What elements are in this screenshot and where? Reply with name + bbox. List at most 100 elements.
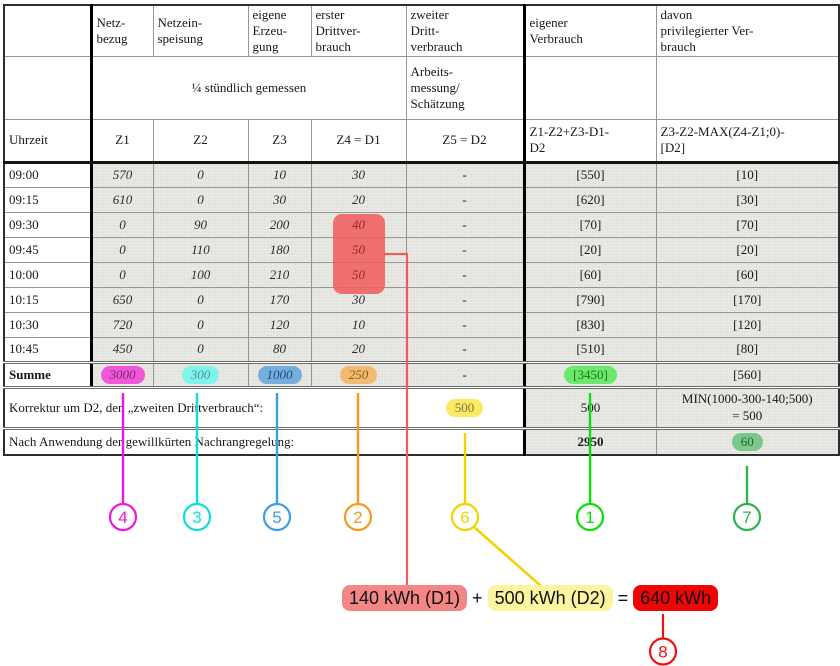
value-cell: [550] <box>522 161 657 188</box>
highlight-badge: 500 <box>445 398 484 417</box>
d1-sum-chip: 140 kWh (D1) <box>342 585 468 611</box>
z5-header: Z5 = D2 <box>405 118 525 164</box>
time-cell: 09:45 <box>3 236 92 263</box>
value-cell: [60] <box>655 261 840 288</box>
sum-cell: 3000 <box>89 361 154 389</box>
summe-label: Summe <box>3 361 92 389</box>
sum-cell: [3450] <box>522 361 657 389</box>
highlighted-d1-value: 40 <box>352 216 365 232</box>
col-header-netzeinspeisung: Netzein- speisung <box>152 4 249 57</box>
highlighted-d1-value: 50 <box>352 266 365 282</box>
nachrang-eigener-cell: 2950 <box>522 427 657 456</box>
value-cell: 80 <box>247 336 312 364</box>
value-cell: 10 <box>247 161 312 188</box>
empty-cell <box>3 55 92 120</box>
nachrang-davon-cell: 60 <box>655 427 840 456</box>
col-header-erster-drittverbrauch: erster Drittver- brauch <box>310 4 407 57</box>
value-cell: [170] <box>655 286 840 313</box>
col-header-zweiter-drittverbrauch: zweiter Dritt- verbrauch <box>405 4 525 57</box>
highlighted-d1-value: 50 <box>352 241 365 257</box>
value-cell: [20] <box>522 236 657 263</box>
value-cell: [620] <box>522 186 657 213</box>
time-cell: 10:15 <box>3 286 92 313</box>
value-cell: 720 <box>89 311 154 338</box>
time-cell: 10:00 <box>3 261 92 288</box>
svg-text:8: 8 <box>658 643 667 662</box>
highlight-badge: 250 <box>339 365 378 384</box>
arbeitsmessung-header: Arbeits- messung/ Schätzung <box>405 55 525 120</box>
value-cell: - <box>405 236 525 263</box>
privilegiert-formula-header: Z3-Z2-MAX(Z4-Z1;0)- [D2] <box>655 118 840 164</box>
uhrzeit-header: Uhrzeit <box>3 118 92 164</box>
sum-cell: [560] <box>655 361 840 389</box>
value-cell: 30 <box>310 161 407 188</box>
highlight-badge: 3000 <box>100 365 145 384</box>
col-header-netzbezug: Netz- bezug <box>89 4 154 57</box>
time-cell: 10:30 <box>3 311 92 338</box>
value-cell: [20] <box>655 236 840 263</box>
value-cell: [60] <box>522 261 657 288</box>
value-cell: 200 <box>247 211 312 238</box>
value-cell: [30] <box>655 186 840 213</box>
eigener-formula-header: Z1-Z2+Z3-D1- D2 <box>522 118 657 164</box>
value-cell: [70] <box>655 211 840 238</box>
value-cell: - <box>405 261 525 288</box>
value-cell: 610 <box>89 186 154 213</box>
value-cell: 10 <box>310 311 407 338</box>
svg-text:5: 5 <box>272 508 281 527</box>
korrektur-z5-cell: 500 <box>405 386 525 430</box>
value-cell: [70] <box>522 211 657 238</box>
value-cell: 90 <box>152 211 249 238</box>
sum-cell: 300 <box>152 361 249 389</box>
value-cell: 0 <box>152 161 249 188</box>
metering-table: Netz- bezug Netzein- speisung eigene Erz… <box>3 4 840 457</box>
kwh-sum-formula: 140 kWh (D1) + 500 kWh (D2) = 640 kWh <box>342 585 719 611</box>
highlight-badge: 60 <box>731 432 763 451</box>
col-header-eigener-verbrauch: eigener Verbrauch <box>522 4 657 57</box>
sum-cell: 250 <box>310 361 407 389</box>
value-cell: 0 <box>89 261 154 288</box>
equals-sign: = <box>617 587 629 608</box>
z3-header: Z3 <box>247 118 312 164</box>
yellow-connector <box>473 526 542 587</box>
time-cell: 09:30 <box>3 211 92 238</box>
time-cell: 10:45 <box>3 336 92 364</box>
highlight-badge: 1000 <box>257 365 302 384</box>
value-cell: [120] <box>655 311 840 338</box>
value-cell: 210 <box>247 261 312 288</box>
d2-sum-chip: 500 kWh (D2) <box>487 585 613 611</box>
value-cell: - <box>405 186 525 213</box>
value-cell: 0 <box>152 336 249 364</box>
svg-text:1: 1 <box>585 508 594 527</box>
value-cell: [10] <box>655 161 840 188</box>
value-cell: 20 <box>310 336 407 364</box>
value-cell: - <box>405 311 525 338</box>
value-cell: [510] <box>522 336 657 364</box>
time-cell: 09:00 <box>3 161 92 188</box>
plus-sign: + <box>472 587 483 608</box>
value-cell: 0 <box>89 211 154 238</box>
value-cell: 170 <box>247 286 312 313</box>
value-cell: 110 <box>152 236 249 263</box>
value-cell: 180 <box>247 236 312 263</box>
value-cell: 450 <box>89 336 154 364</box>
value-cell: 0 <box>152 311 249 338</box>
svg-text:6: 6 <box>460 508 469 527</box>
value-cell: 0 <box>89 236 154 263</box>
empty-cell <box>655 55 840 120</box>
z4-header: Z4 = D1 <box>310 118 407 164</box>
highlight-badge: 300 <box>181 365 220 384</box>
value-cell: [80] <box>655 336 840 364</box>
sum-cell: - <box>405 361 525 389</box>
value-cell: - <box>405 161 525 188</box>
svg-text:4: 4 <box>118 508 127 527</box>
value-cell: 570 <box>89 161 154 188</box>
col-header-eigene-erzeugung: eigene Erzeu- gung <box>247 4 312 57</box>
corner-cell <box>3 4 92 57</box>
z1-header: Z1 <box>89 118 154 164</box>
value-cell: 100 <box>152 261 249 288</box>
value-cell: - <box>405 336 525 364</box>
time-cell: 09:15 <box>3 186 92 213</box>
korrektur-label: Korrektur um D2, den „zweiten Drittverbr… <box>3 386 407 430</box>
